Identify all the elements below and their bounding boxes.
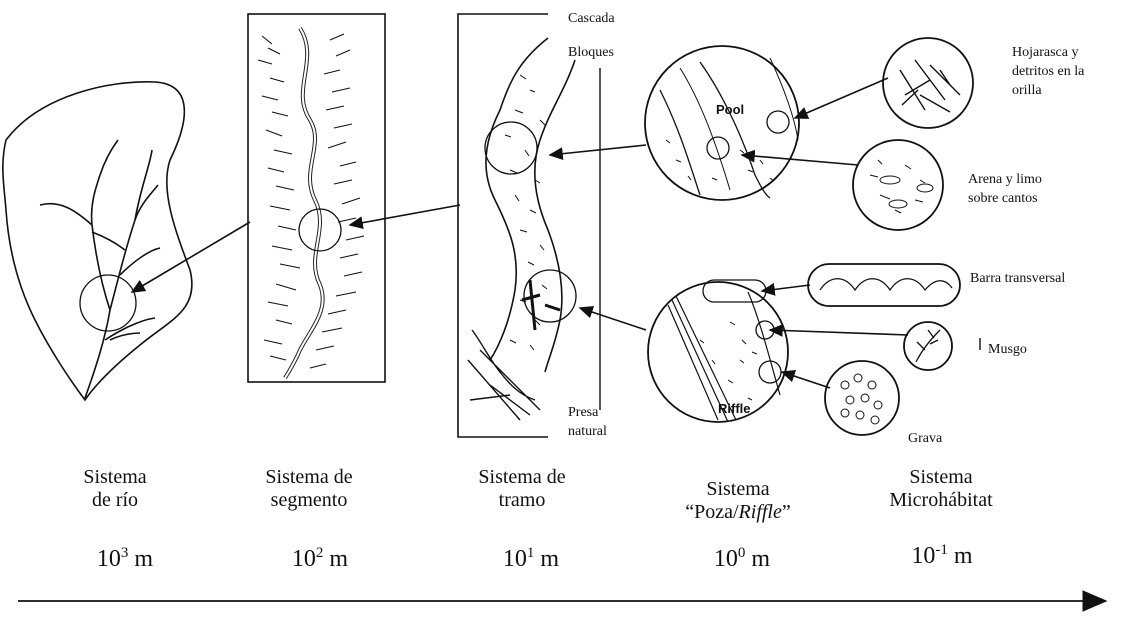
label-presa: Presa natural [568, 404, 607, 442]
label-hojarasca-line3: orilla [1012, 82, 1084, 101]
scale-river: 103 m [55, 545, 195, 574]
reach-drawing [458, 14, 600, 437]
label-arena-line2: sobre cantos [968, 190, 1042, 209]
system-title-segment-line1: Sistema de [219, 466, 399, 489]
label-riffle: Riffle [718, 402, 751, 417]
system-title-pool-riffle: Sistema “Poza/Riffle” [648, 478, 828, 524]
scale-river-exp: 3 [121, 545, 129, 561]
label-hojarasca: Hojarasca y detritos en la orilla [1012, 44, 1084, 101]
system-title-reach: Sistema de tramo [432, 466, 612, 512]
label-pool: Pool [716, 103, 744, 118]
scale-pool-riffle: 100 m [672, 545, 812, 574]
watershed-drawing [3, 82, 192, 400]
system-title-microhabitat-line2: Microhábitat [851, 489, 1031, 512]
scale-segment-exp: 2 [316, 545, 324, 561]
label-grava: Grava [908, 430, 942, 449]
scale-reach-unit: m [540, 546, 559, 572]
scale-reach: 101 m [461, 545, 601, 574]
scale-pool-riffle-base: 10 [714, 546, 738, 572]
scale-segment-base: 10 [292, 546, 316, 572]
pool-riffle-prefix: “Poza/ [685, 501, 738, 523]
system-title-river-line1: Sistema [25, 466, 205, 489]
pool-riffle-suffix: ” [782, 501, 791, 523]
scale-reach-exp: 1 [527, 545, 535, 561]
label-presa-line1: Presa [568, 404, 607, 423]
scale-microhabitat-exp: -1 [935, 542, 948, 558]
label-cascada: Cascada [568, 10, 615, 29]
scale-pool-riffle-unit: m [751, 546, 770, 572]
label-barra: Barra transversal [970, 270, 1065, 289]
label-bloques: Bloques [568, 44, 614, 63]
scale-segment-unit: m [329, 546, 348, 572]
segment-drawing [248, 14, 385, 382]
scale-river-base: 10 [97, 546, 121, 572]
system-title-microhabitat-line1: Sistema [851, 466, 1031, 489]
scale-pool-riffle-exp: 0 [738, 545, 746, 561]
system-title-river-line2: de río [25, 489, 205, 512]
scale-reach-base: 10 [503, 546, 527, 572]
pool-riffle-italic: Riffle [739, 501, 782, 523]
label-hojarasca-line2: detritos en la [1012, 63, 1084, 82]
system-title-pool-riffle-line2: “Poza/Riffle” [648, 501, 828, 524]
scale-microhabitat-unit: m [954, 543, 973, 569]
system-title-segment-line2: segmento [219, 489, 399, 512]
scale-river-unit: m [134, 546, 153, 572]
system-title-segment: Sistema de segmento [219, 466, 399, 512]
label-presa-line2: natural [568, 423, 607, 442]
system-title-river: Sistema de río [25, 466, 205, 512]
system-title-reach-line2: tramo [432, 489, 612, 512]
scale-microhabitat-base: 10 [911, 543, 935, 569]
label-arena: Arena y limo sobre cantos [968, 171, 1042, 209]
scale-segment: 102 m [250, 545, 390, 574]
microhabitat-drawing [808, 38, 980, 435]
label-arena-line1: Arena y limo [968, 171, 1042, 190]
system-title-reach-line1: Sistema de [432, 466, 612, 489]
label-musgo: Musgo [988, 341, 1027, 360]
system-title-pool-riffle-line1: Sistema [648, 478, 828, 501]
label-hojarasca-line1: Hojarasca y [1012, 44, 1084, 63]
scale-microhabitat: 10-1 m [872, 542, 1012, 571]
system-title-microhabitat: Sistema Microhábitat [851, 466, 1031, 512]
